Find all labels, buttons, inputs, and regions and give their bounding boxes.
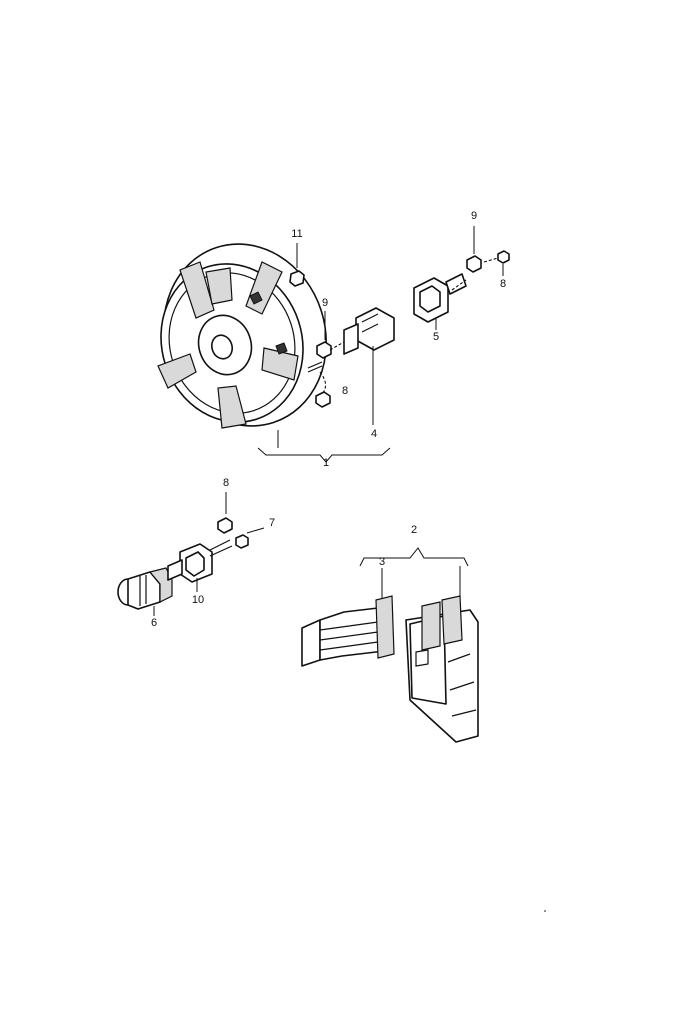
screw-8-lower — [217, 492, 233, 534]
stray-dot — [544, 910, 546, 912]
callout-5: 5 — [433, 331, 439, 343]
wiring-harness-3 — [301, 568, 395, 667]
screw-7 — [235, 527, 265, 549]
callout-9-right: 9 — [471, 210, 477, 222]
bolt-11 — [289, 243, 305, 287]
temperature-switch-6 — [117, 567, 173, 616]
connector-10 — [167, 539, 233, 592]
screw-9-left — [316, 311, 345, 359]
screw-8-left — [315, 371, 331, 408]
callout-3: 3 — [379, 556, 385, 568]
callout-8-right: 8 — [500, 278, 506, 290]
callout-7: 7 — [269, 517, 275, 529]
callout-4: 4 — [371, 428, 377, 440]
wiring-harness-housing — [405, 595, 479, 743]
callout-8-left: 8 — [342, 385, 348, 397]
screw-9-right — [466, 226, 482, 273]
callout-10: 10 — [192, 594, 204, 606]
callout-8-lower: 8 — [223, 477, 229, 489]
connector-4 — [343, 307, 395, 425]
callout-11: 11 — [291, 228, 302, 240]
radiator-fan — [157, 243, 328, 429]
connector-5 — [413, 273, 467, 330]
callout-2: 2 — [411, 524, 417, 536]
callout-1: 1 — [323, 457, 329, 469]
screw-8-right — [483, 250, 510, 276]
callout-9-left: 9 — [322, 297, 328, 309]
bracket-1 — [257, 430, 391, 463]
callout-6: 6 — [151, 617, 157, 629]
